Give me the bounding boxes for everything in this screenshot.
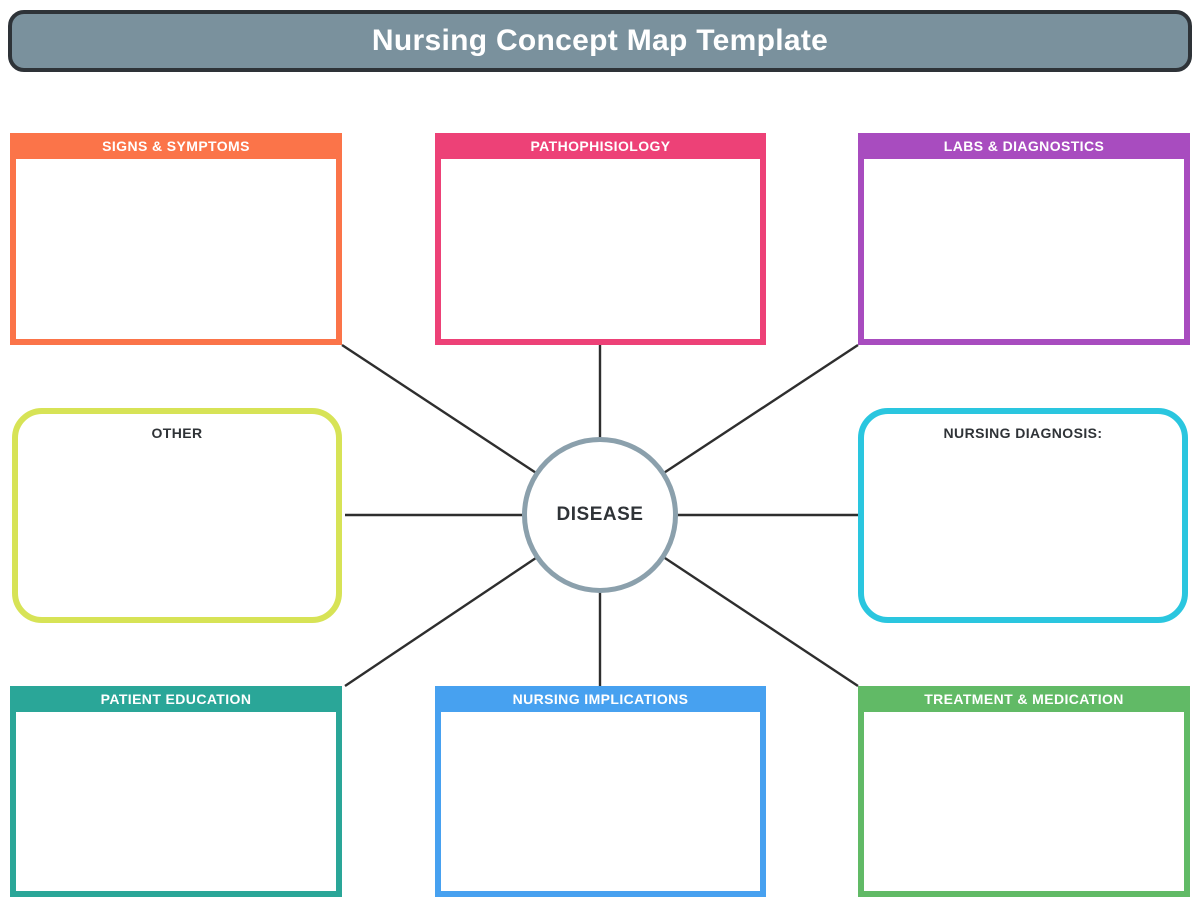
- box-signs-symptoms[interactable]: SIGNS & SYMPTOMS: [10, 133, 342, 345]
- box-treatment-medication-label: TREATMENT & MEDICATION: [924, 691, 1124, 707]
- box-other[interactable]: OTHER: [12, 408, 342, 623]
- box-nursing-implications-content-area[interactable]: [441, 712, 760, 891]
- box-nursing-implications-header: NURSING IMPLICATIONS: [435, 686, 766, 712]
- box-nursing-implications-label: NURSING IMPLICATIONS: [512, 691, 689, 707]
- box-treatment-medication-content-area[interactable]: [864, 712, 1184, 891]
- box-nursing-diagnosis-label: NURSING DIAGNOSIS:: [943, 425, 1103, 441]
- box-patient-education-header: PATIENT EDUCATION: [10, 686, 342, 712]
- box-treatment-medication-header: TREATMENT & MEDICATION: [858, 686, 1190, 712]
- box-treatment-medication[interactable]: TREATMENT & MEDICATION: [858, 686, 1190, 897]
- box-pathophisiology-header: PATHOPHISIOLOGY: [435, 133, 766, 159]
- box-pathophisiology-content-area[interactable]: [441, 159, 760, 339]
- box-signs-symptoms-header: SIGNS & SYMPTOMS: [10, 133, 342, 159]
- box-labs-diagnostics-label: LABS & DIAGNOSTICS: [943, 138, 1105, 154]
- disease-label: DISEASE: [556, 504, 644, 525]
- page-title: Nursing Concept Map Template: [371, 24, 829, 57]
- disease-circle[interactable]: DISEASE: [522, 437, 678, 593]
- box-patient-education-label: PATIENT EDUCATION: [100, 691, 252, 707]
- box-labs-diagnostics-header: LABS & DIAGNOSTICS: [858, 133, 1190, 159]
- box-signs-symptoms-content-area[interactable]: [16, 159, 336, 339]
- box-patient-education[interactable]: PATIENT EDUCATION: [10, 686, 342, 897]
- box-patient-education-content-area[interactable]: [16, 712, 336, 891]
- box-nursing-implications[interactable]: NURSING IMPLICATIONS: [435, 686, 766, 897]
- box-other-label: OTHER: [151, 425, 203, 441]
- box-labs-diagnostics-content-area[interactable]: [864, 159, 1184, 339]
- title-banner: Nursing Concept Map Template: [8, 10, 1192, 72]
- box-pathophisiology-label: PATHOPHISIOLOGY: [530, 138, 671, 154]
- box-pathophisiology[interactable]: PATHOPHISIOLOGY: [435, 133, 766, 345]
- box-nursing-diagnosis[interactable]: NURSING DIAGNOSIS:: [858, 408, 1188, 623]
- box-labs-diagnostics[interactable]: LABS & DIAGNOSTICS: [858, 133, 1190, 345]
- box-signs-symptoms-label: SIGNS & SYMPTOMS: [102, 138, 250, 154]
